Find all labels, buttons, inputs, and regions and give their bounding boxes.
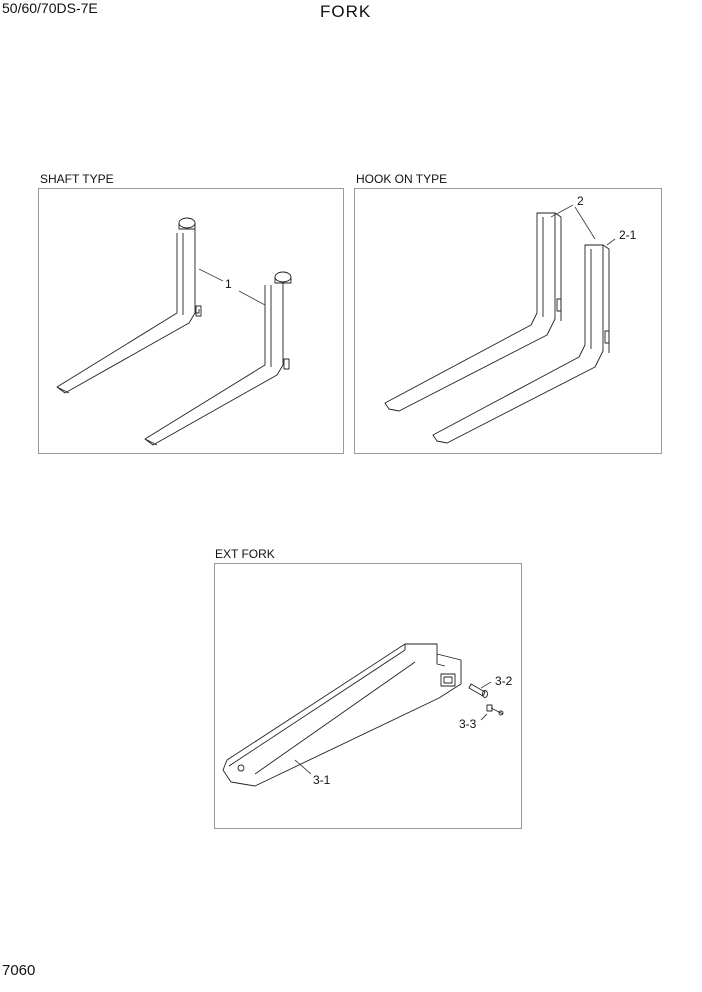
shaft-fork-a: [56, 217, 202, 394]
ext-fork-body: [222, 643, 462, 787]
hook-on-type-diagram: 2 2-1: [384, 194, 637, 444]
callout-2: 2: [577, 194, 584, 208]
hook-fork-b: [432, 244, 610, 444]
ext-fork-bolt: [486, 704, 504, 716]
hook-on-type-panel: 2 2-1: [354, 188, 662, 454]
ext-fork-diagram: 3-2 3-3 3-1: [222, 643, 513, 787]
ext-fork-label: EXT FORK: [215, 547, 275, 561]
shaft-type-diagram: 1: [56, 217, 292, 446]
page-number: 7060: [2, 962, 36, 979]
hook-on-type-label: HOOK ON TYPE: [356, 172, 448, 186]
callout-3-2: 3-2: [495, 674, 513, 688]
shaft-fork-b: [144, 271, 292, 446]
callout-3-1: 3-1: [313, 773, 331, 787]
callout-3-3: 3-3: [459, 717, 477, 731]
shaft-type-panel: 1: [38, 188, 344, 454]
hook-fork-a: [384, 212, 562, 412]
shaft-type-label: SHAFT TYPE: [40, 172, 114, 186]
ext-fork-pin: [468, 683, 488, 698]
page-title: FORK: [320, 2, 372, 21]
ext-fork-panel: 3-2 3-3 3-1: [214, 563, 522, 829]
callout-1: 1: [225, 277, 232, 291]
callout-2-1: 2-1: [619, 228, 637, 242]
model-number: 50/60/70DS-7E: [2, 0, 98, 16]
